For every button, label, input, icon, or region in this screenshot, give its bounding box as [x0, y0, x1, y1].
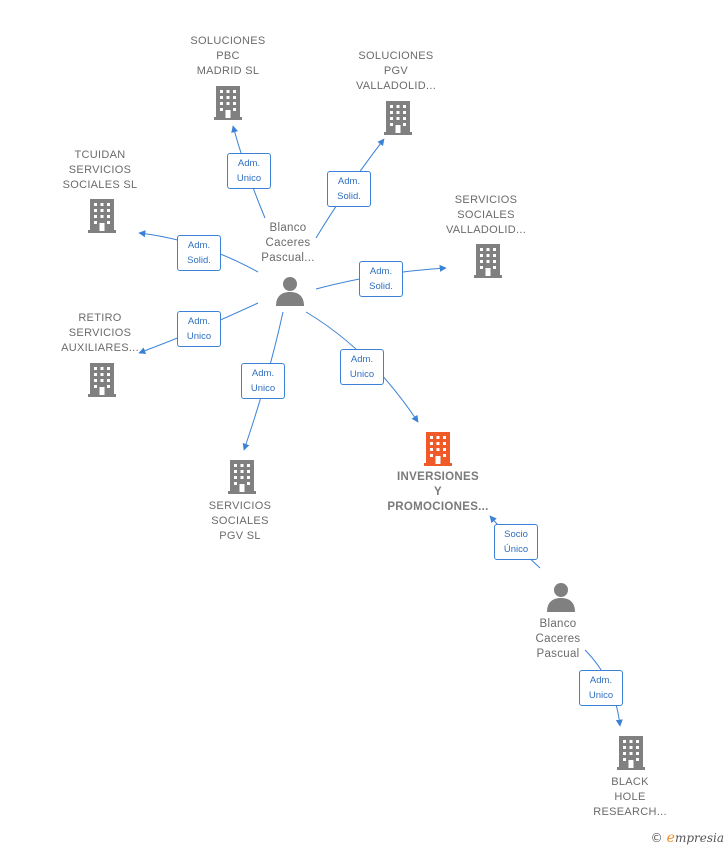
- company-label-soluciones-pbc[interactable]: SOLUCIONES PBC MADRID SL: [190, 35, 266, 77]
- person-icons: [276, 277, 575, 612]
- company-label-soluciones-pgv[interactable]: SOLUCIONES PGV VALLADOLID...: [355, 50, 437, 92]
- person-icon: [547, 583, 575, 612]
- footer-brand: ©empresia: [651, 830, 724, 846]
- copyright-icon: ©: [650, 831, 663, 845]
- company-label-inversiones[interactable]: INVERSIONES Y PROMOCIONES...: [387, 471, 489, 513]
- building-icon: [384, 101, 412, 135]
- edge-label-adm-unico: Adm. Unico: [177, 311, 221, 347]
- edge-label-adm-unico: Adm. Unico: [340, 349, 384, 385]
- company-label-servicios-valladolid[interactable]: SERVICIOS SOCIALES VALLADOLID...: [445, 194, 527, 236]
- person-icon: [276, 277, 304, 306]
- edge-label-adm-unico: Adm. Unico: [579, 670, 623, 706]
- edge-label-adm-solid: Adm. Solid.: [359, 261, 403, 297]
- person-label-second[interactable]: Blanco Caceres Pascual: [535, 618, 581, 660]
- person-label-center[interactable]: Blanco Caceres Pascual...: [261, 222, 315, 264]
- building-icon: [617, 736, 645, 770]
- building-icon: [474, 244, 502, 278]
- company-label-tcuidan[interactable]: TCUIDAN SERVICIOS SOCIALES SL: [62, 149, 138, 191]
- building-icon-focus: [424, 432, 452, 466]
- company-label-servicios-pgv[interactable]: SERVICIOS SOCIALES PGV SL: [208, 500, 272, 542]
- edge-label-adm-solid: Adm. Solid.: [327, 171, 371, 207]
- company-label-retiro[interactable]: RETIRO SERVICIOS AUXILIARES...: [61, 312, 139, 354]
- building-icon: [88, 199, 116, 233]
- edge-label-socio-unico: Socio Único: [494, 524, 538, 560]
- building-icon: [214, 86, 242, 120]
- company-label-black-hole[interactable]: BLACK HOLE RESEARCH...: [593, 776, 667, 818]
- building-icon: [228, 460, 256, 494]
- building-icon: [88, 363, 116, 397]
- brand-logo-initial: e: [666, 830, 675, 846]
- edge-label-adm-unico: Adm. Unico: [241, 363, 285, 399]
- edge-label-adm-solid: Adm. Solid.: [177, 235, 221, 271]
- edge-label-adm-unico: Adm. Unico: [227, 153, 271, 189]
- brand-logo-text: mpresia: [674, 831, 724, 845]
